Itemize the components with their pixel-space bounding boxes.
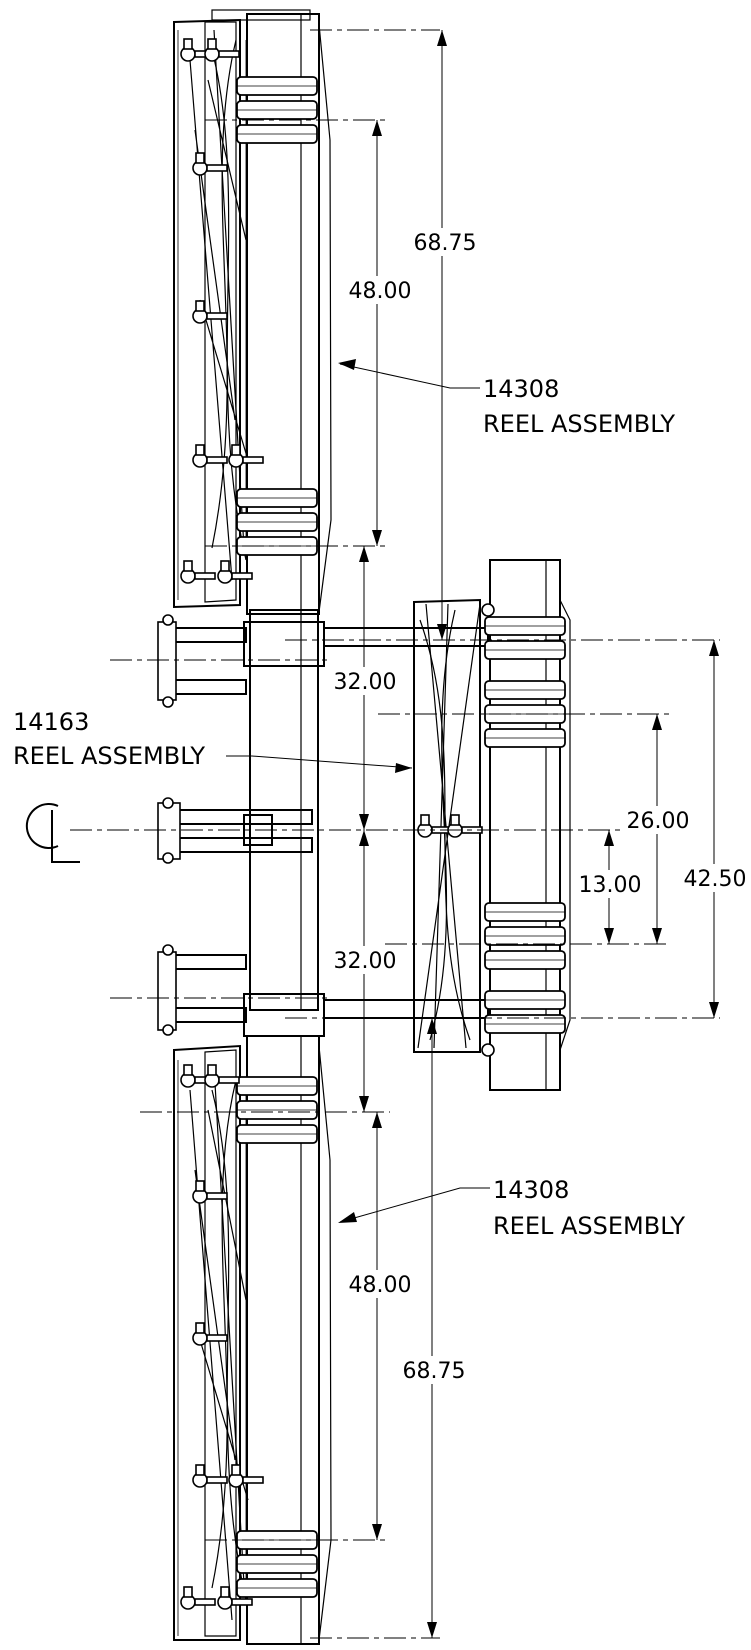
dim-lower-offset: 32.00 bbox=[334, 949, 397, 974]
dim-upper-reel-length: 48.00 bbox=[349, 279, 412, 304]
center-reel-assembly bbox=[413, 559, 571, 1091]
upper-callout-part-number: 14308 bbox=[483, 375, 559, 403]
extension-lines bbox=[70, 29, 720, 1639]
callouts: 14308 REEL ASSEMBLY 14163 REEL ASSEMBLY … bbox=[13, 359, 685, 1240]
dim-center-half: 13.00 bbox=[579, 873, 642, 898]
dim-upper-overall: 68.75 bbox=[414, 231, 477, 256]
dim-lower-overall: 68.75 bbox=[403, 1359, 466, 1384]
center-callout-part-number: 14163 bbox=[13, 708, 89, 736]
upper-callout-description: REEL ASSEMBLY bbox=[483, 410, 675, 438]
dim-center-reel-length: 26.00 bbox=[627, 809, 690, 834]
dimension-lines bbox=[359, 30, 719, 1638]
lower-reel-assembly bbox=[173, 1035, 332, 1645]
dim-upper-offset: 32.00 bbox=[334, 670, 397, 695]
centerline-symbol: CL bbox=[25, 803, 80, 863]
dimension-labels: 68.75 48.00 32.00 32.00 48.00 68.75 42.5… bbox=[330, 228, 748, 1384]
main-frame bbox=[157, 609, 489, 1037]
dim-lower-reel-length: 48.00 bbox=[349, 1273, 412, 1298]
center-callout-description: REEL ASSEMBLY bbox=[13, 742, 205, 770]
lower-callout-description: REEL ASSEMBLY bbox=[493, 1212, 685, 1240]
upper-reel-assembly bbox=[173, 9, 332, 615]
dim-center-overall: 42.50 bbox=[684, 867, 747, 892]
lower-callout-part-number: 14308 bbox=[493, 1176, 569, 1204]
